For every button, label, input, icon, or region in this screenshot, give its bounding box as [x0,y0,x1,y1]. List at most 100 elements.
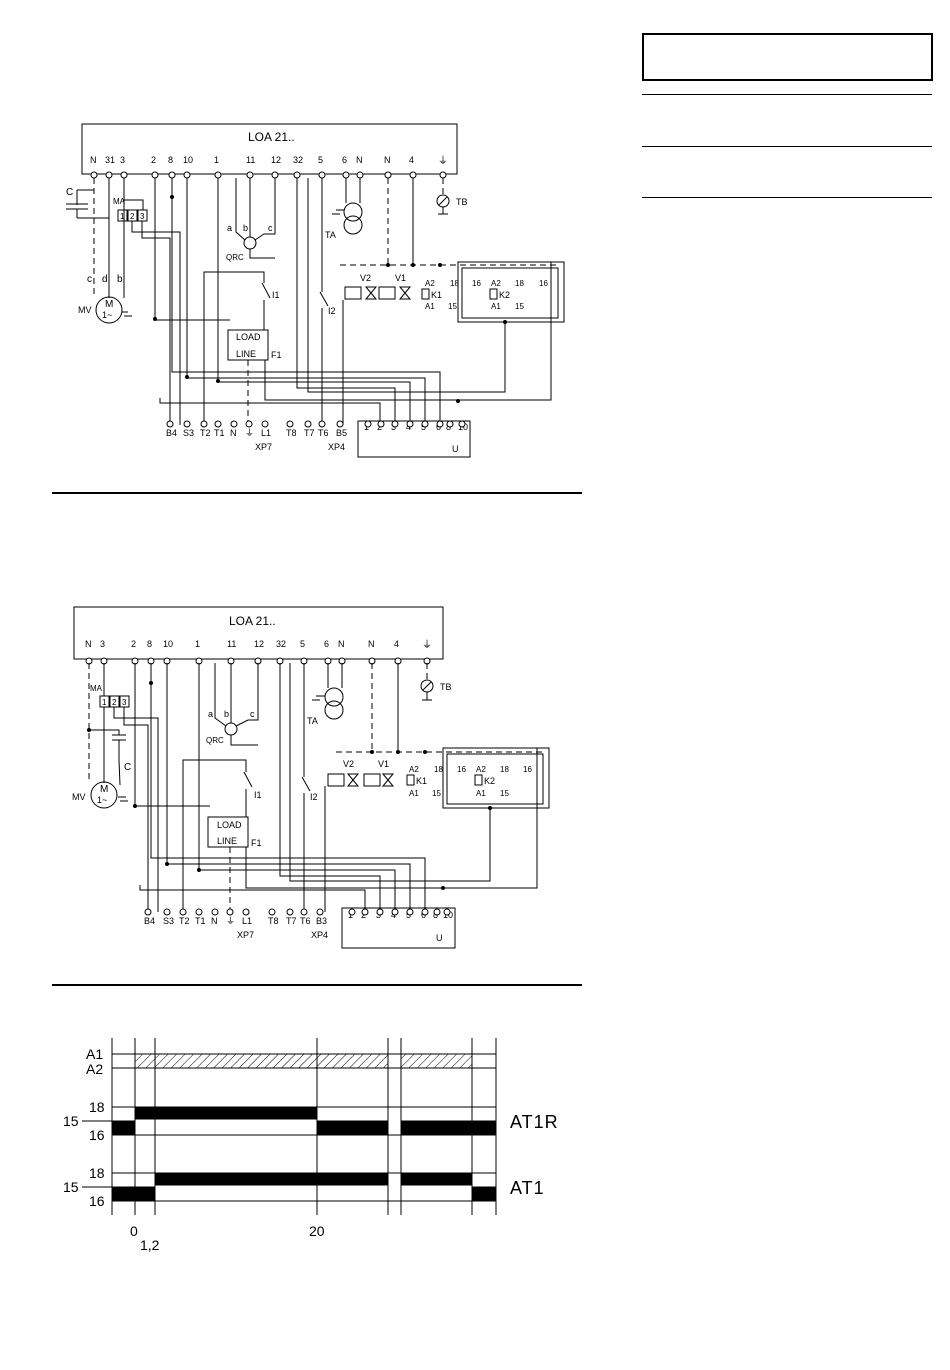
d2-xp7-label-5: ⏚ [226,916,235,926]
d1-top-label-0: N [90,155,97,165]
qrc-return-1 [249,249,275,259]
relay-coil-k1-2 [406,774,415,786]
load-label-2: LOAD [217,820,242,830]
d1-u-terminal-4 [421,420,429,428]
d2-xp4-terminal-1 [286,908,294,916]
d2-xp7-terminal-4 [211,908,219,916]
d2-xp4-label-0: T8 [268,916,279,926]
d1-top-label-6: 1 [214,155,219,165]
valve-body-v2-1 [364,286,378,300]
loa-title-2: LOA 21.. [229,614,276,628]
timing-row-a2: A2 [86,1061,103,1077]
timing-frame [111,1038,497,1215]
d1-top-label-11: 6 [342,155,347,165]
qrc-wire-a-1 [235,178,246,241]
qrc-label-c: c [268,223,273,233]
at1-bar-off-b [471,1186,497,1202]
d1-top-terminal-8 [271,171,279,179]
valve-label-v2-1: V2 [360,273,371,283]
d2-top-label-1: 3 [100,639,105,649]
bus-wire-d-2 [198,663,396,912]
timing-row-18b: 18 [89,1165,105,1181]
d2-top-label-10: 6 [324,639,329,649]
ma-pin-2: 2 [130,212,135,221]
d1-xp4-label-2: T6 [318,428,329,438]
d2-xp7-terminal-2 [179,908,187,916]
d1-xp7-terminal-4 [230,420,238,428]
valve-label-v2-2: V2 [343,759,354,769]
d2-u-terminal-0 [348,908,356,916]
relay-15-k1-1: 15 [448,302,457,311]
valve-coil-v2-1 [344,286,362,300]
d2-top-label-6: 11 [227,639,236,649]
d1-top-label-8: 12 [271,155,281,165]
d1-u-terminal-2 [391,420,399,428]
d1-xp7-terminal-0 [166,420,174,428]
d2-xp7-terminal-5 [226,908,234,916]
xp7-label-1: XP7 [255,442,272,452]
relay-label-k2-2: K2 [484,776,495,786]
relay-18-k2-2: 18 [500,765,509,774]
u-box-2 [341,907,456,949]
motor-wire-label-c: c [87,274,92,285]
motor-wire-label-d: d [102,274,108,285]
at1r-bar-off-b [316,1120,389,1136]
relay-coil-k2-1 [489,288,498,300]
d2-xp7-label-4: N [211,916,218,926]
line-label-2: LINE [217,836,237,846]
timing-hatch-b [400,1053,473,1069]
transformer-coil-b-1 [343,215,363,235]
bus-wire-e-2 [279,663,381,912]
switch-blade-i2-2 [301,776,311,792]
d2-xp7-terminal-0 [144,908,152,916]
qrc-label-b: b [243,223,248,233]
d2-xp4-label-3: B3 [316,916,327,926]
d1-top-label-7: 11 [246,155,255,165]
timing-hatch-a [134,1053,389,1069]
ma-label-1: MA [113,197,126,206]
bus-wire-c-2 [166,663,411,912]
switch-label-i1-2: I1 [254,790,262,800]
at1r-bar-on-a [134,1106,318,1120]
d1-top-label-13: N [384,155,391,165]
timing-row-16a: 16 [89,1127,105,1143]
separator-2 [52,984,582,986]
xp7-label-2: XP7 [237,930,254,940]
switch-wire-i1-1 [203,271,265,425]
d2-top-label-4: 10 [163,639,173,649]
separator-1 [52,492,582,494]
right-rule-1 [642,94,932,95]
d1-xp7-label-5: ⏚ [245,428,254,438]
d2-u-terminal-6 [433,908,441,916]
at1-bar-on-b [400,1172,473,1186]
right-rule-2 [642,146,932,147]
u-terminals-2: 123456810 [348,908,453,920]
ma-pin-5: 2 [112,698,117,707]
right-rule-3 [642,197,932,198]
d1-top-terminal-1 [105,171,113,179]
d1-xp7-label-4: N [230,428,237,438]
qrc-name-1: QRC [226,253,244,262]
ma-pin-1: 1 [120,212,125,221]
u-terminals-1: 123456810 [364,420,468,432]
bus-wire-e-1 [296,178,396,425]
d2-xp7-terminal-1 [163,908,171,916]
switch-blade-i1-2 [243,771,253,788]
bus-wire-a-1 [154,178,230,321]
timing-row-18a: 18 [89,1099,105,1115]
valve-body-v1-1 [398,286,412,300]
valve-label-v1-1: V1 [395,273,406,283]
d1-xp4-terminal-1 [304,420,312,428]
valve-body-v2-2 [346,773,360,787]
d1-top-terminal-0 [90,171,98,179]
motor-symbol-2 [90,781,118,809]
qrc-label-b-2: b [224,709,229,719]
bus-wire-c-1 [186,178,426,425]
bus-wire-f-2 [289,663,491,882]
transformer-label-2: TA [307,716,318,726]
relay-a1-k2-2: A1 [476,789,486,798]
d1-xp4-terminal-0 [286,420,294,428]
d1-xp4-terminal-3 [336,420,344,428]
